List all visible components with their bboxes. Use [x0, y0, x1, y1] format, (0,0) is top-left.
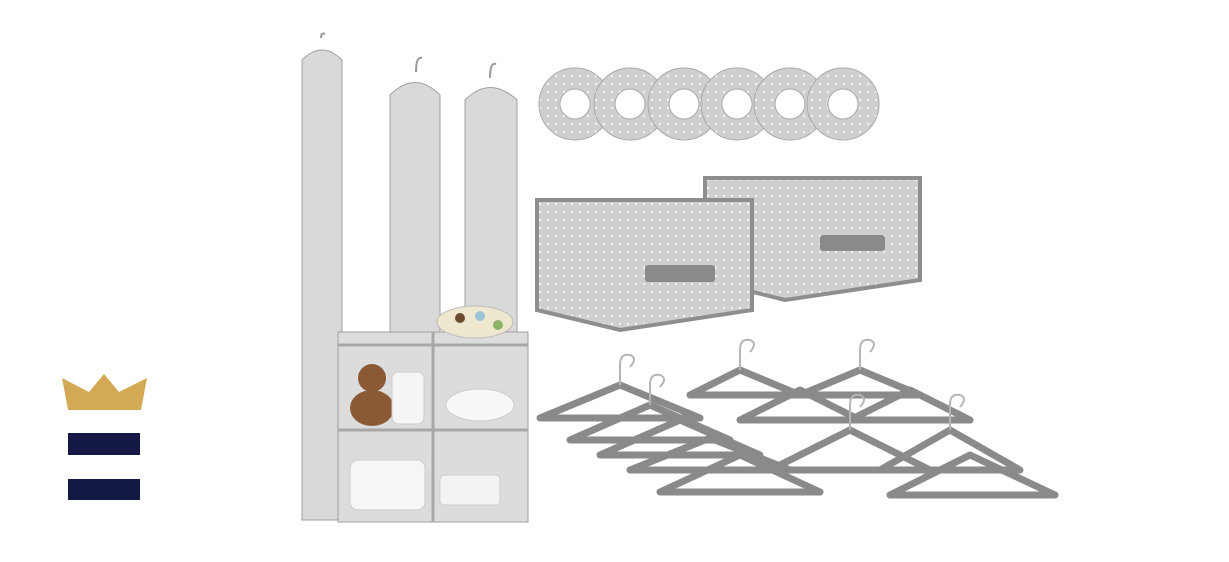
logo-bar-top [68, 433, 140, 455]
hanging-organizer [301, 32, 529, 523]
hangers [536, 366, 1059, 499]
brand-logo [62, 374, 147, 500]
crown-icon [62, 374, 147, 410]
storage-bin [535, 198, 754, 333]
logo-bar-bottom [68, 479, 140, 500]
storage-bin [703, 176, 922, 303]
